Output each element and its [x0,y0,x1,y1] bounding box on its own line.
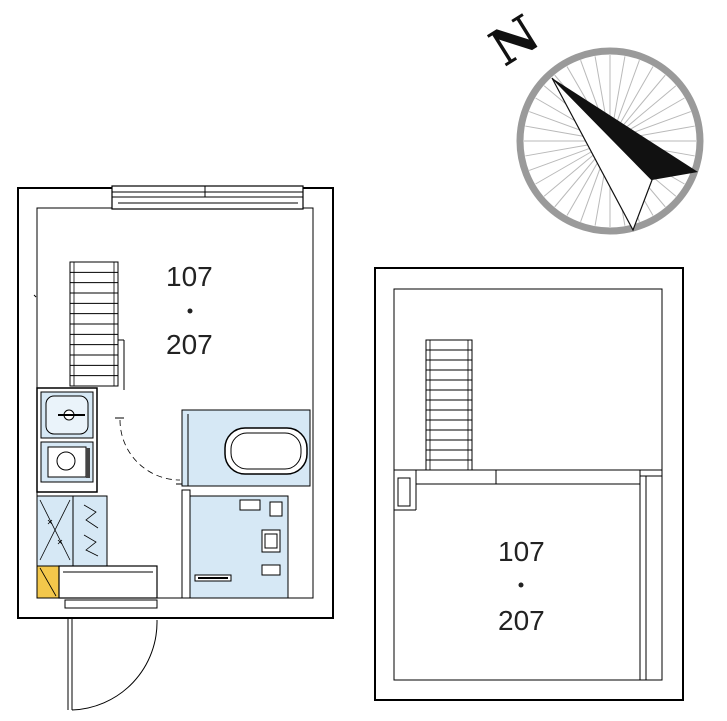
label-dot [518,582,524,588]
staircase [425,339,473,471]
entrance-cabinet [36,495,108,599]
unit-label-lower: 207 [166,329,213,360]
compass-needle-light [551,77,653,232]
unit-label-upper: 107 [498,536,545,567]
plan-loft: 107 207 [374,267,684,701]
washroom [181,489,289,599]
plan-first-floor: 107 207 [17,185,334,711]
unit-label-upper: 107 [166,261,213,292]
staircase [69,261,125,390]
compass-ring [516,47,704,235]
inner-wall [393,288,663,681]
outer-wall [374,267,684,701]
compass-needle-dark [552,78,698,180]
unit-label-lower: 207 [498,605,545,636]
north-label: N [480,3,550,77]
label-dot [187,308,193,314]
entrance-door [58,565,158,711]
bathtub [181,409,311,487]
kitchen [36,387,98,493]
toilet [261,529,281,553]
compass-rose: N [480,3,704,235]
room-door-swing [115,417,186,485]
